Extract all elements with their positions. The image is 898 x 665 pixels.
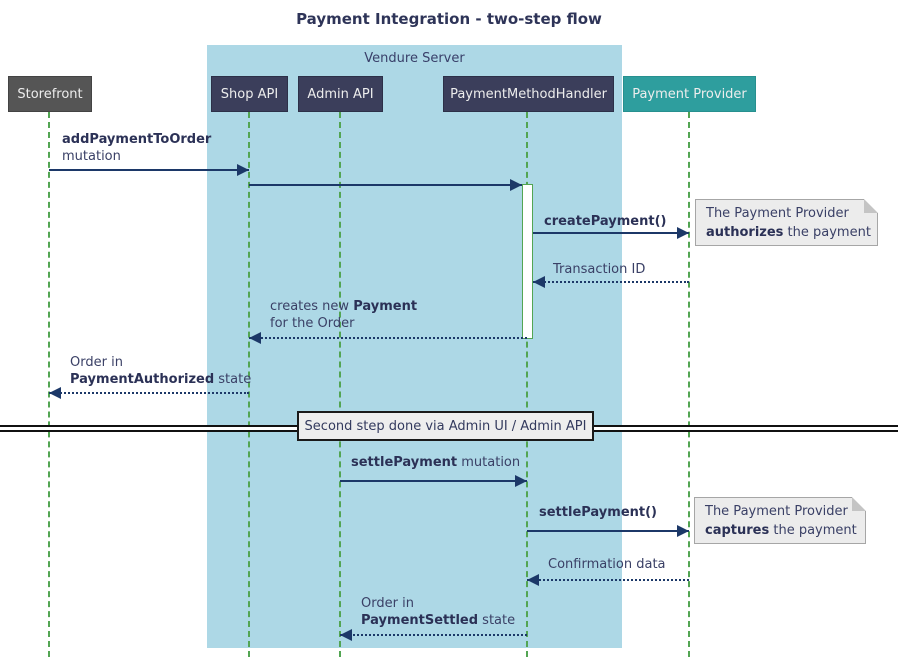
message-order-settled-line1: Order in [361,596,414,611]
message-add-payment-label: addPaymentToOrder mutation [62,131,211,165]
message-order-authorized-label: Order in PaymentAuthorized state [70,354,251,388]
message-add-payment-bold: addPaymentToOrder [62,132,212,147]
arrow-settle-mutation [340,475,527,487]
arrow-confirmation [527,574,689,586]
arrow-create-payment [533,227,689,239]
message-create-payment-label: createPayment() [544,213,666,230]
divider-box: Second step done via Admin UI / Admin AP… [297,411,594,441]
lifeline-payment-method-handler [526,112,528,657]
arrow-settle-payment [527,525,689,537]
message-transaction-id-text: Transaction ID [553,262,646,277]
participant-payment-provider: Payment Provider [623,76,756,112]
message-creates-payment-pre: creates new [270,299,354,314]
note-captures-bold: captures [705,523,770,538]
participant-admin-api-label: Admin API [307,86,374,102]
message-settle-mutation-bold: settlePayment [351,455,458,470]
note-captures: The Payment Provider captures the paymen… [694,497,866,544]
participant-storefront: Storefront [8,76,92,112]
note-captures-line1: The Payment Provider [705,504,848,519]
message-order-authorized-post: state [214,372,252,387]
message-order-authorized-line1: Order in [70,355,123,370]
note-captures-post: the payment [769,523,857,538]
arrow-add-payment [49,164,249,176]
message-order-settled-label: Order in PaymentSettled state [361,595,515,629]
message-settle-mutation-label: settlePayment mutation [351,454,520,471]
arrow-transaction-id [533,276,689,288]
lifeline-admin-api [339,112,341,657]
message-create-payment-text: createPayment() [544,214,667,229]
lifeline-shop-api [248,112,250,657]
participant-payment-method-handler: PaymentMethodHandler [443,76,614,112]
message-settle-payment-text: settlePayment() [539,505,657,520]
participant-shop-api-label: Shop API [220,86,279,102]
arrow-creates-payment [249,332,527,344]
note-authorizes-line1: The Payment Provider [706,206,849,221]
message-settle-payment-label: settlePayment() [539,504,657,521]
arrow-shop-to-handler [249,179,522,191]
participant-admin-api: Admin API [298,76,383,112]
message-transaction-id-label: Transaction ID [553,261,645,278]
note-authorizes: The Payment Provider authorizes the paym… [695,199,878,246]
arrow-order-settled [340,629,527,641]
lifeline-storefront [48,112,50,657]
vendure-server-box: Vendure Server [207,45,622,648]
arrow-order-authorized [49,387,249,399]
diagram-title: Payment Integration - two-step flow [296,10,602,28]
message-order-settled-bold: PaymentSettled [361,613,479,628]
activation-bar-payment-method-handler [522,184,533,339]
message-confirmation-label: Confirmation data [548,556,666,573]
lifeline-payment-provider [688,112,690,657]
note-authorizes-post: the payment [783,225,871,240]
message-order-settled-post: state [478,613,516,628]
message-creates-payment-line2: for the Order [270,316,355,331]
participant-storefront-label: Storefront [17,86,83,102]
message-creates-payment-label: creates new Payment for the Order [270,298,417,332]
participant-payment-method-handler-label: PaymentMethodHandler [450,86,607,102]
note-authorizes-bold: authorizes [706,225,784,240]
vendure-server-label: Vendure Server [364,51,465,66]
message-settle-mutation-post: mutation [457,455,521,470]
message-add-payment-line2: mutation [62,149,121,164]
message-creates-payment-bold: Payment [353,299,418,314]
message-confirmation-text: Confirmation data [548,557,666,572]
participant-payment-provider-label: Payment Provider [632,86,747,102]
participant-shop-api: Shop API [211,76,288,112]
divider-label: Second step done via Admin UI / Admin AP… [304,418,587,434]
message-order-authorized-bold: PaymentAuthorized [70,372,215,387]
